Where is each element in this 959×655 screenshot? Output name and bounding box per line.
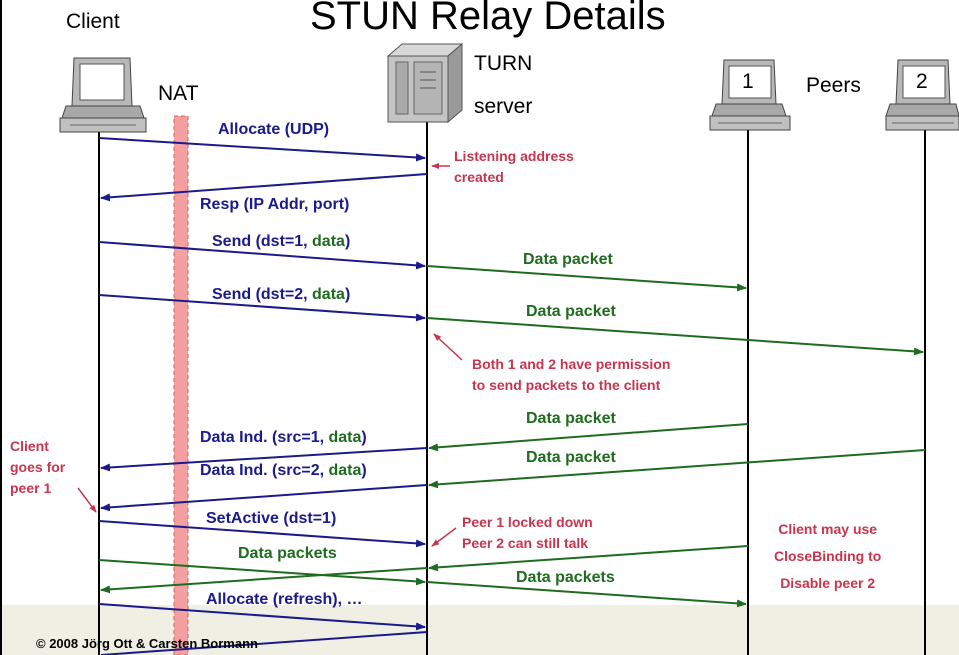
arrow-dataind1 (100, 447, 428, 472)
data-packet-4-label: Data packet (526, 449, 616, 466)
note-listening-line1: Listening address (454, 148, 574, 164)
data-packets-left-label: Data packets (238, 545, 337, 562)
dataind2-data: data (328, 462, 362, 479)
note-closebinding-line3: Disable peer 2 (780, 575, 876, 591)
send1-data: data (312, 233, 345, 250)
client-computer-icon (59, 57, 147, 133)
allocate-refresh-label: Allocate (refresh), … (206, 591, 363, 608)
note-permission-line1: Both 1 and 2 have permission (472, 356, 671, 372)
dataind2-label: Data Ind. (src=2, data) (200, 462, 367, 480)
arrow-dataind2 (100, 484, 428, 512)
arrow-send1 (98, 241, 426, 270)
arrow-client-data-packets (98, 559, 426, 586)
arrow-refresh-response (100, 631, 428, 655)
send1-prefix: Send (dst=1, (212, 233, 313, 250)
note-permission: Both 1 and 2 have permission to send pac… (472, 354, 670, 396)
peers-label: Peers (806, 74, 861, 97)
note-arrow-client-goes (77, 487, 97, 513)
arrow-allocate-udp (98, 137, 426, 162)
arrow-data-packets-to-peer1 (426, 581, 747, 608)
note-permission-line2: to send packets to the client (472, 377, 661, 393)
turn-label-line2: server (474, 95, 533, 118)
send2-label: Send (dst=2, data) (212, 286, 350, 304)
note-closebinding-line2: CloseBinding to (774, 548, 882, 564)
nat-bar (173, 115, 189, 655)
page-title: STUN Relay Details (310, 0, 666, 38)
footer-band (0, 605, 959, 655)
resp-label: Resp (IP Addr, port) (200, 196, 350, 213)
note-closebinding: Client may use CloseBinding to Disable p… (774, 516, 881, 597)
setactive-label: SetActive (dst=1) (206, 510, 337, 527)
turn-label-line1: TURN (474, 52, 533, 75)
arrow-data-packet-2 (426, 317, 924, 356)
note-listening: Listening address created (454, 146, 574, 188)
nat-label: NAT (158, 82, 199, 105)
copyright: © 2008 Jörg Ott & Carsten Bormann (36, 636, 258, 651)
note-client-goes-line1: Client (10, 438, 49, 454)
dataind1-data: data (328, 429, 362, 446)
server-icon (386, 42, 464, 124)
allocate-udp-label: Allocate (UDP) (218, 121, 330, 138)
send1-suffix: ) (344, 233, 351, 250)
arrow-setactive (98, 520, 426, 548)
arrow-data-packet-3 (428, 423, 749, 452)
data-packet-1-label: Data packet (523, 251, 613, 268)
data-packet-3-label: Data packet (526, 410, 616, 427)
arrow-resp (100, 173, 428, 202)
note-client-goes-line3: peer 1 (10, 480, 52, 496)
data-packets-right-label: Data packets (516, 569, 615, 586)
arrow-data-packet-1 (426, 265, 747, 292)
peer2-number: 2 (916, 70, 928, 93)
note-client-goes: Client goes for peer 1 (10, 436, 65, 499)
dataind2-prefix: Data Ind. (src=2, (200, 462, 329, 479)
client-label: Client (66, 10, 120, 33)
arrow-peer1-to-turn (428, 545, 749, 572)
dataind1-prefix: Data Ind. (src=1, (200, 429, 329, 446)
send2-suffix: ) (344, 286, 351, 303)
note-client-goes-line2: goes for (10, 459, 66, 475)
arrow-allocate-refresh (98, 603, 426, 631)
peer1-number: 1 (742, 70, 754, 93)
arrow-data-packets-to-client (100, 567, 428, 594)
note-listening-line2: created (454, 169, 504, 185)
send2-data: data (312, 286, 345, 303)
note-locked-line2: Peer 2 can still talk (462, 535, 589, 551)
note-locked: Peer 1 locked down Peer 2 can still talk (462, 512, 593, 554)
note-locked-line1: Peer 1 locked down (462, 514, 593, 530)
dataind2-suffix: ) (361, 462, 367, 479)
peer2-computer-icon (885, 59, 959, 131)
send2-prefix: Send (dst=2, (212, 286, 313, 303)
send1-label: Send (dst=1, data) (212, 233, 350, 251)
peer1-computer-icon (709, 59, 791, 131)
note-arrow-locked (431, 527, 457, 547)
arrow-send2 (98, 294, 426, 322)
note-closebinding-line1: Client may use (778, 521, 878, 537)
data-packet-2-label: Data packet (526, 303, 616, 320)
dataind1-label: Data Ind. (src=1, data) (200, 429, 367, 447)
note-arrow-permission (433, 333, 463, 361)
dataind1-suffix: ) (361, 429, 367, 446)
arrow-data-packet-4 (428, 449, 926, 489)
